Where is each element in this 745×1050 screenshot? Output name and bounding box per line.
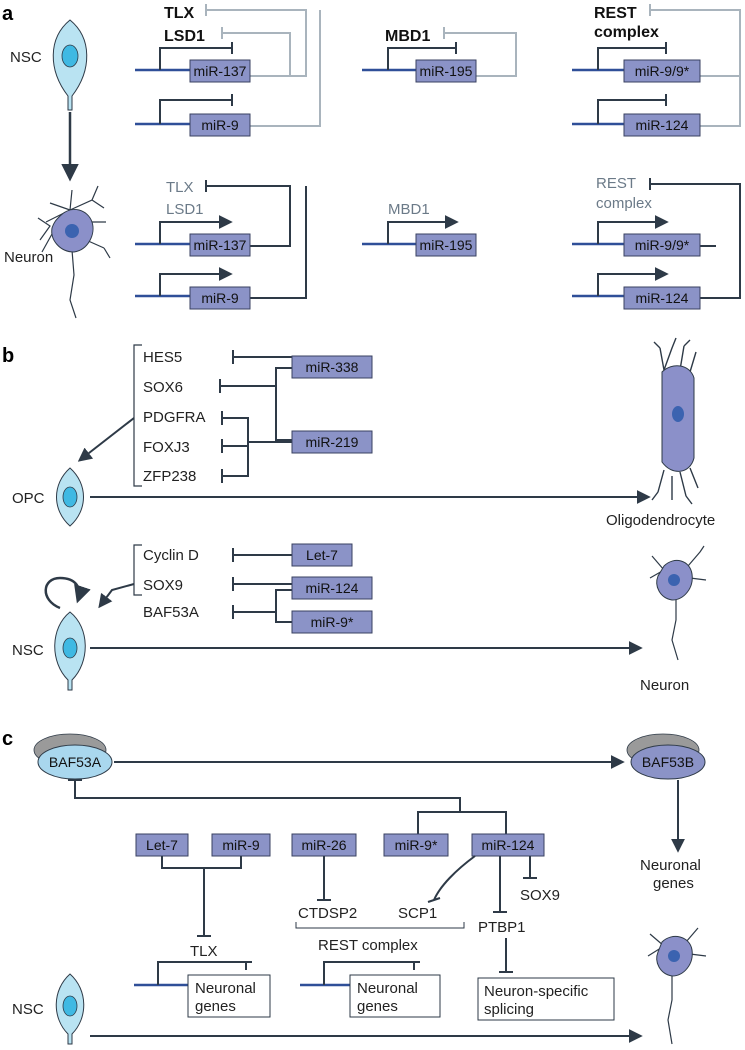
target-sox9: SOX9 xyxy=(143,577,183,594)
nsc-cell-icon-c xyxy=(55,973,85,1045)
mir9star-box-c xyxy=(383,833,449,857)
mir195-box-top xyxy=(415,59,477,83)
panel-label-c: c xyxy=(2,728,13,750)
oligodendrocyte-icon xyxy=(651,337,699,505)
mir195-label-bottom: miR-195 xyxy=(420,237,473,253)
target-zfp238: ZFP238 xyxy=(143,468,196,485)
opc-label: OPC xyxy=(12,490,45,507)
box1-line2: genes xyxy=(195,998,236,1015)
mir137-box-bottom xyxy=(189,233,251,257)
target-cyclin-d: Cyclin D xyxy=(143,547,199,564)
neuron-label: Neuron xyxy=(4,249,53,266)
mir124-label-b: miR-124 xyxy=(306,580,359,596)
mir338-box xyxy=(291,355,373,379)
sox9-label-c: SOX9 xyxy=(520,887,560,904)
mbd1-label: MBD1 xyxy=(385,28,430,45)
mir124-box-c xyxy=(471,833,545,857)
mir9-box-top xyxy=(189,113,251,137)
panel-b: HES5 SOX6 PDGFRA FOXJ3 ZFP238 miR-338 mi… xyxy=(12,337,715,694)
mir195-label-top: miR-195 xyxy=(420,63,473,79)
panel-label-b: b xyxy=(2,345,14,367)
target-hes5: HES5 xyxy=(143,349,182,366)
mir219-box xyxy=(291,430,373,454)
mir137-label-top: miR-137 xyxy=(194,63,247,79)
mir124-box-bottom xyxy=(623,286,701,310)
target-pdgfra: PDGFRA xyxy=(143,409,206,426)
box3-line1: Neuron-specific xyxy=(484,983,589,1000)
rest-label-bottom-2: complex xyxy=(596,195,652,212)
nsc-cell-icon xyxy=(52,19,88,111)
neuronal-genes-right-1: Neuronal xyxy=(640,857,701,874)
lsd1-label: LSD1 xyxy=(164,28,205,45)
mir9star-box-b xyxy=(291,610,373,634)
rest-label-2: complex xyxy=(594,24,659,41)
mir26-label-c: miR-26 xyxy=(301,837,346,853)
nsc-label-c: NSC xyxy=(12,1001,44,1018)
box3-line2: splicing xyxy=(484,1001,534,1018)
let7-box-b xyxy=(291,543,353,567)
neuronal-genes-right-2: genes xyxy=(653,875,694,892)
target-foxj3: FOXJ3 xyxy=(143,439,190,456)
let7-label-b: Let-7 xyxy=(306,547,338,563)
panel-a: NSC Neuron TLX LSD1 miR-137 miR-9 MBD1 xyxy=(4,4,741,319)
neuron-label-b: Neuron xyxy=(640,677,689,694)
target-baf53a: BAF53A xyxy=(143,604,199,621)
panel-label-a: a xyxy=(2,3,14,25)
neuron-splicing-box xyxy=(477,977,615,1021)
nsc-label-b: NSC xyxy=(12,642,44,659)
neuron-icon-c xyxy=(647,927,707,1045)
mir9-9star-box-bottom xyxy=(623,233,701,257)
tlx-label-bottom: TLX xyxy=(166,179,194,196)
neuronal-genes-box-1 xyxy=(187,974,271,1018)
mir137-label-bottom: miR-137 xyxy=(194,237,247,253)
tlx-label-c: TLX xyxy=(190,943,218,960)
nsc-cell-icon-b xyxy=(54,611,86,691)
baf53b-label: BAF53B xyxy=(642,754,694,770)
mir9star-label-c: miR-9* xyxy=(395,837,438,853)
mir124-label-top: miR-124 xyxy=(636,117,689,133)
mir9-9star-label-bottom: miR-9/9* xyxy=(635,237,690,253)
neuronal-genes-box-2 xyxy=(349,974,441,1018)
rest-complex-label: REST complex xyxy=(318,937,418,954)
box2-line1: Neuronal xyxy=(357,980,418,997)
target-sox6: SOX6 xyxy=(143,379,183,396)
mir124-label-c: miR-124 xyxy=(482,837,535,853)
neuron-cell-icon xyxy=(37,185,111,319)
box1-line1: Neuronal xyxy=(195,980,256,997)
mir9-9star-label-top: miR-9/9* xyxy=(635,63,690,79)
mir9-label-c: miR-9 xyxy=(222,837,260,853)
mir195-box-bottom xyxy=(415,233,477,257)
box2-line2: genes xyxy=(357,998,398,1015)
rest-label-1: REST xyxy=(594,5,637,22)
scp1-label: SCP1 xyxy=(398,905,437,922)
let7-label-c: Let-7 xyxy=(146,837,178,853)
nsc-label: NSC xyxy=(10,49,42,66)
mir9star-label-b: miR-9* xyxy=(311,614,354,630)
mbd1-label-bottom: MBD1 xyxy=(388,201,430,218)
mir124-box-top xyxy=(623,113,701,137)
mir124-label-bottom: miR-124 xyxy=(636,290,689,306)
baf53a-complex xyxy=(33,733,113,780)
rest-label-bottom-1: REST xyxy=(596,175,636,192)
ctdsp2-label: CTDSP2 xyxy=(298,905,357,922)
baf53b-complex xyxy=(626,733,706,780)
mir219-label: miR-219 xyxy=(306,434,359,450)
mir124-box-b xyxy=(291,576,373,600)
mir9-9star-box-top xyxy=(623,59,701,83)
tlx-label: TLX xyxy=(164,5,195,22)
lsd1-label-bottom: LSD1 xyxy=(166,201,204,218)
baf53a-label: BAF53A xyxy=(49,754,102,770)
neuron-icon-b xyxy=(649,545,707,661)
mir9-label-bottom: miR-9 xyxy=(201,290,239,306)
mir9-box-bottom xyxy=(189,286,251,310)
mir137-box-top xyxy=(189,59,251,83)
mir338-label: miR-338 xyxy=(306,359,359,375)
opc-cell-icon xyxy=(56,467,84,527)
mir9-label-top: miR-9 xyxy=(201,117,239,133)
panel-c: BAF53A BAF53B Neuronal genes Let-7 miR-9… xyxy=(12,733,707,1045)
oligodendrocyte-label: Oligodendrocyte xyxy=(606,512,715,529)
ptbp1-label: PTBP1 xyxy=(478,919,526,936)
